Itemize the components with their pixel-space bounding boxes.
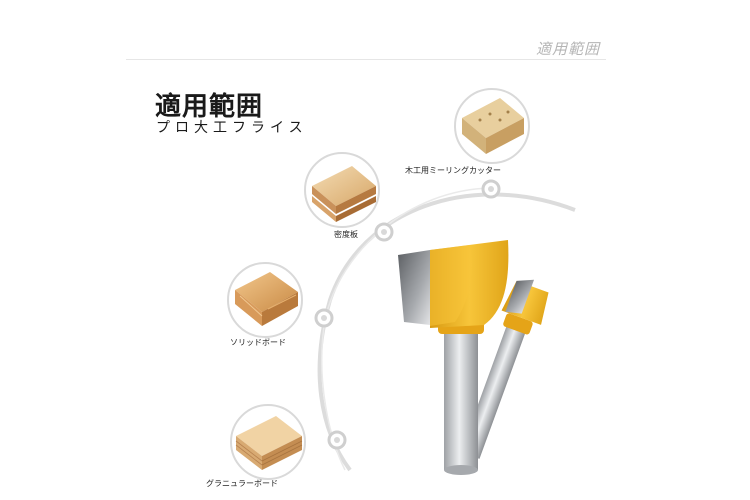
- page-title: 適用範囲: [155, 92, 264, 122]
- material-label-particle-board: 木工用ミーリングカッター: [405, 166, 501, 175]
- arc-node: [314, 308, 334, 328]
- arc-node: [374, 222, 394, 242]
- arc-node: [481, 179, 501, 199]
- material-label-mdf: 密度板: [334, 230, 358, 239]
- header-label: 適用範囲: [536, 40, 601, 58]
- particle-board-icon: [454, 88, 530, 164]
- header-divider: [126, 59, 606, 60]
- arc-node: [327, 430, 347, 450]
- router-bit-icon: [398, 240, 549, 475]
- mdf-board-icon: [304, 152, 380, 228]
- material-label-plywood: グラニュラーボード: [206, 479, 278, 488]
- solid-board-icon: [227, 262, 303, 338]
- plywood-board-icon: [230, 404, 306, 480]
- page-subtitle: プロ大工フライス: [156, 120, 308, 136]
- material-label-solid-board: ソリッドボード: [230, 338, 286, 347]
